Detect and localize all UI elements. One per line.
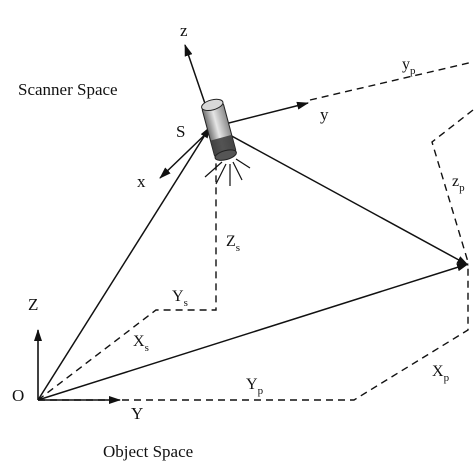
- scanner-xs-label: Xs: [133, 333, 149, 354]
- point-position-components: [38, 265, 469, 401]
- object-space-label: Object Space: [103, 442, 193, 461]
- point-xp-label: Xp: [432, 363, 450, 384]
- scanner-device-icon: [201, 98, 237, 161]
- scanner-x-axis: [159, 126, 214, 179]
- scanner-zs-label: Zs: [226, 233, 240, 254]
- scanner-z-label: z: [180, 21, 188, 40]
- point-scanner-frame-components: [309, 61, 474, 101]
- object-y-label: Y: [131, 404, 143, 423]
- point-scanner-frame-components-2: [431, 109, 474, 263]
- scanner-x-label: x: [137, 172, 146, 191]
- object-z-label: Z: [28, 295, 38, 314]
- point-yp-scanner-label: yp: [402, 56, 416, 77]
- vector-origin-to-point: [37, 263, 469, 401]
- scanner-point-label: S: [176, 122, 185, 141]
- scanner-ys-label: Ys: [172, 288, 188, 309]
- scanner-beam-lines: [204, 158, 251, 186]
- scanner-space-label: Scanner Space: [18, 80, 118, 99]
- scanner-position-components: [37, 135, 217, 401]
- vector-scanner-to-point: [216, 127, 469, 266]
- point-zp-label: zp: [452, 173, 465, 194]
- origin-label: O: [12, 386, 24, 405]
- point-yp-label: Yp: [246, 376, 264, 397]
- scanner-y-label: y: [320, 105, 329, 124]
- vector-origin-to-scanner: [37, 126, 211, 401]
